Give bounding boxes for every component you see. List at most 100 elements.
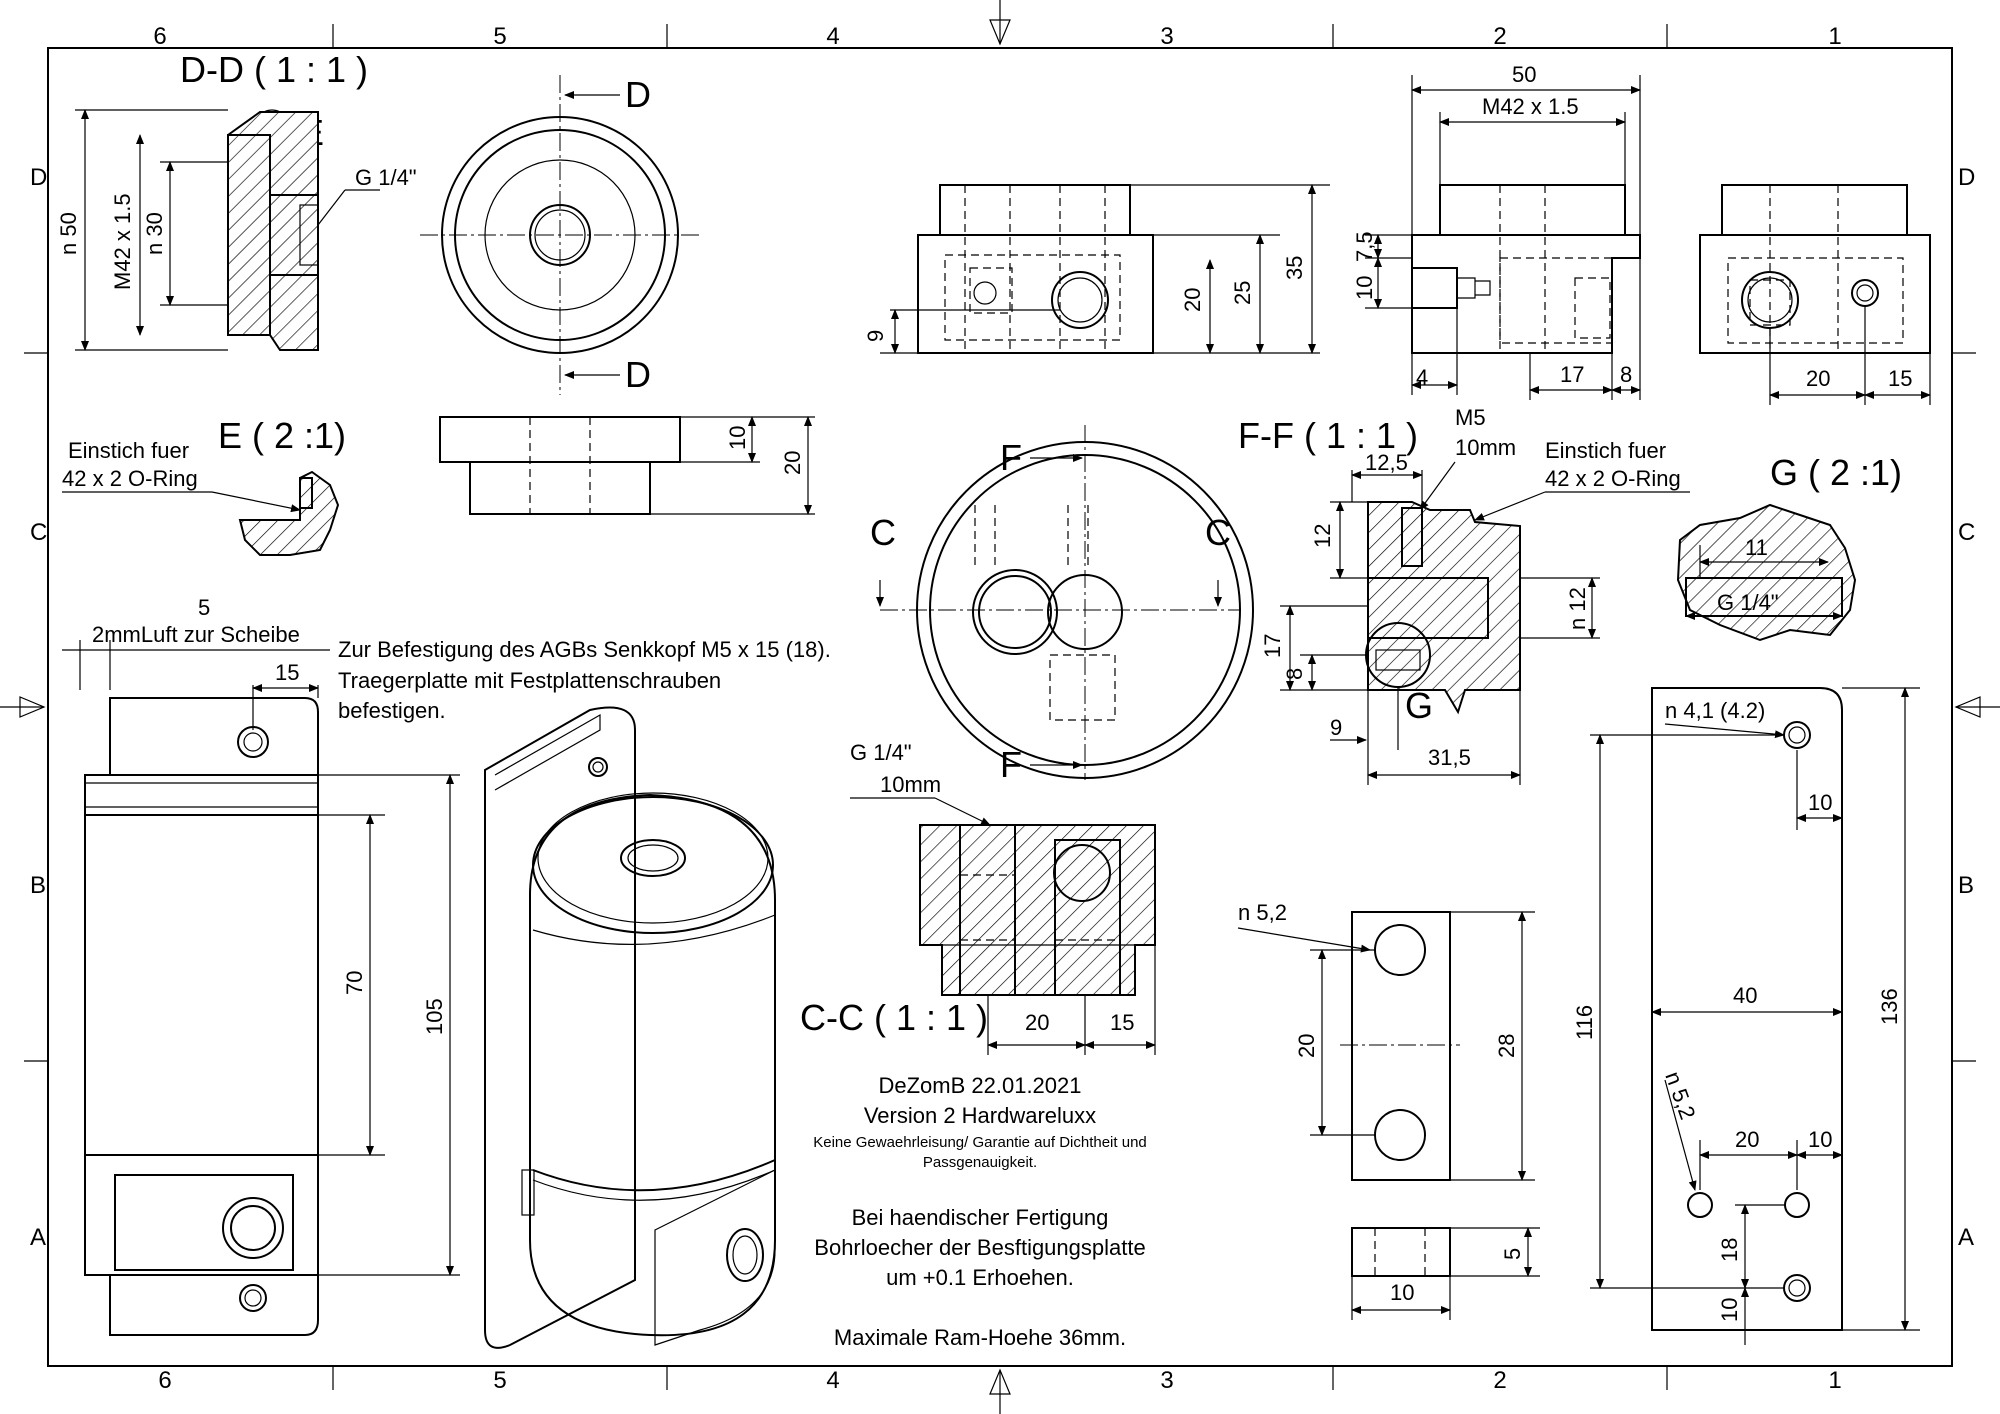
col-label-5-bottom: 5 [493,1367,506,1394]
row-label-a-left: A [30,1224,46,1251]
ff-dim-9: 9 [1330,715,1342,740]
title-version: Version 2 Hardwareluxx [864,1103,1096,1128]
row-label-b-right: B [1958,872,1974,899]
title-author-date: DeZomB 22.01.2021 [878,1073,1081,1098]
end-dim-15: 15 [1888,366,1912,391]
view-title-dd: D-D ( 1 : 1 ) [180,49,368,90]
col-label-2-top: 2 [1493,23,1506,50]
col-label-3-bottom: 3 [1160,1367,1173,1394]
assembly-label-5: 5 [198,595,210,620]
view-title-ff: F-F ( 1 : 1 ) [1238,415,1418,456]
ff-dim-12-5: 12,5 [1365,450,1408,475]
section-view-dd: D-D ( 1 : 1 ) E n 50 M42 x 1.5 n 30 G 1/… [56,49,417,351]
dd-thread-g14: G 1/4" [355,165,417,190]
cc-dim-20: 20 [1025,1010,1049,1035]
ff-thread-m5: M5 [1455,405,1486,430]
view-title-g: G ( 2 :1) [1770,452,1902,493]
view-title-cc: C-C ( 1 : 1 ) [800,997,988,1038]
isometric-view [484,706,776,1349]
right-dim-8: 8 [1620,362,1632,387]
side-small-dim-20: 20 [780,451,805,475]
dd-dim-diameter-30: n 30 [142,212,167,255]
plate-dim-10-right: 10 [1808,1127,1832,1152]
title-note-manual-3: um +0.1 Erhoehen. [886,1265,1074,1290]
row-label-a-right: A [1958,1224,1974,1251]
detail-marker-g: G [1405,685,1433,726]
e-note-line-2: 42 x 2 O-Ring [62,466,198,491]
tiny-block-view: 5 10 [1351,1227,1540,1320]
section-view-ff: F-F ( 1 : 1 ) M5 10mm Einstich fuer 42 x… [1238,405,1690,785]
row-label-d-right: D [1958,164,1975,191]
col-label-5-top: 5 [493,23,506,50]
assembly-label-air-gap: 2mmLuft zur Scheibe [92,622,300,647]
ff-thread-depth: 10mm [1455,435,1516,460]
ff-dim-12: 12 [1310,524,1335,548]
front-middle-view: 9 20 25 35 [863,184,1330,354]
col-label-1-bottom: 1 [1828,1367,1841,1394]
section-view-cc: G 1/4" 10mm C-C ( 1 : 1 ) 20 15 [800,740,1156,1055]
right-side-view: 50 M42 x 1.5 7,5 10 4 17 8 [1352,62,1641,400]
row-label-d-left: D [30,164,47,191]
assembly-dim-105: 105 [422,998,447,1035]
ff-dim-diameter-12: n 12 [1565,587,1590,630]
mounting-note-line-3: befestigen. [338,698,446,723]
cc-thread-depth: 10mm [880,772,941,797]
side-small-dim-10: 10 [725,426,750,450]
top-round-view: D D [420,74,700,395]
col-label-4-bottom: 4 [826,1367,839,1394]
cut-marker-f-bottom: F [1000,744,1022,785]
end-dim-20: 20 [1806,366,1830,391]
e-note-line-1: Einstich fuer [68,438,189,463]
front-dim-20: 20 [1180,288,1205,312]
front-dim-35: 35 [1282,256,1307,280]
col-label-6-top: 6 [153,23,166,50]
dd-dim-diameter-50: n 50 [56,212,81,255]
left-assembly-view: 5 2mmLuft zur Scheibe 15 70 105 [62,595,460,1336]
cc-thread-g14: G 1/4" [850,740,912,765]
plate-dim-136: 136 [1877,988,1902,1025]
right-dim-m42: M42 x 1.5 [1482,94,1579,119]
block-dim-20: 20 [1294,1034,1319,1058]
row-label-b-left: B [30,872,46,899]
front-dim-9: 9 [863,330,888,342]
cut-marker-f-top: F [1000,437,1022,478]
tiny-block-dim-10: 10 [1390,1280,1414,1305]
g-dim-thread: G 1/4" [1717,590,1779,615]
small-block-view: n 5,2 20 28 [1237,900,1535,1181]
block-hole-diameter: n 5,2 [1238,900,1287,925]
right-dim-17: 17 [1560,362,1584,387]
mounting-plate-view: n 4,1 (4.2) n 5,2 10 116 40 136 20 10 18 [1572,687,1920,1345]
ff-note-line-2: 42 x 2 O-Ring [1545,466,1681,491]
assembly-dim-70: 70 [342,971,367,995]
ff-dim-31-5: 31,5 [1428,745,1471,770]
cut-marker-d-bottom: D [625,354,651,395]
center-round-view: F F C C [870,425,1254,785]
ff-dim-17: 17 [1260,634,1285,658]
mounting-note: Zur Befestigung des AGBs Senkkopf M5 x 1… [338,637,831,723]
col-label-1-top: 1 [1828,23,1841,50]
mounting-note-line-2: Traegerplatte mit Festplattenschrauben [338,668,721,693]
title-note-manual-1: Bei haendischer Fertigung [852,1205,1109,1230]
title-block: DeZomB 22.01.2021 Version 2 Hardwareluxx… [813,1073,1147,1350]
right-dim-7-5: 7,5 [1352,231,1377,262]
right-dim-10: 10 [1352,276,1377,300]
right-dim-4: 4 [1416,365,1428,390]
block-dim-28: 28 [1494,1034,1519,1058]
cut-marker-c-right: C [1205,512,1231,553]
end-right-view: 20 15 [1699,184,1931,405]
cut-marker-c-left: C [870,512,896,553]
mounting-note-line-1: Zur Befestigung des AGBs Senkkopf M5 x 1… [338,637,831,662]
col-label-6-bottom: 6 [158,1367,171,1394]
assembly-dim-15: 15 [275,660,299,685]
plate-dim-20: 20 [1735,1127,1759,1152]
ff-dim-8: 8 [1282,668,1307,680]
g-dim-11: 11 [1745,535,1768,560]
row-label-c-right: C [1958,519,1975,546]
right-dim-50: 50 [1512,62,1536,87]
view-title-e: E ( 2 :1) [218,415,346,456]
front-dim-25: 25 [1230,281,1255,305]
plate-hole-top: n 4,1 (4.2) [1665,698,1765,723]
col-label-4-top: 4 [826,23,839,50]
title-disclaimer-1: Keine Gewaehrleisung/ Garantie auf Dicht… [813,1134,1147,1151]
plate-dim-10-bottom: 10 [1717,1298,1742,1322]
